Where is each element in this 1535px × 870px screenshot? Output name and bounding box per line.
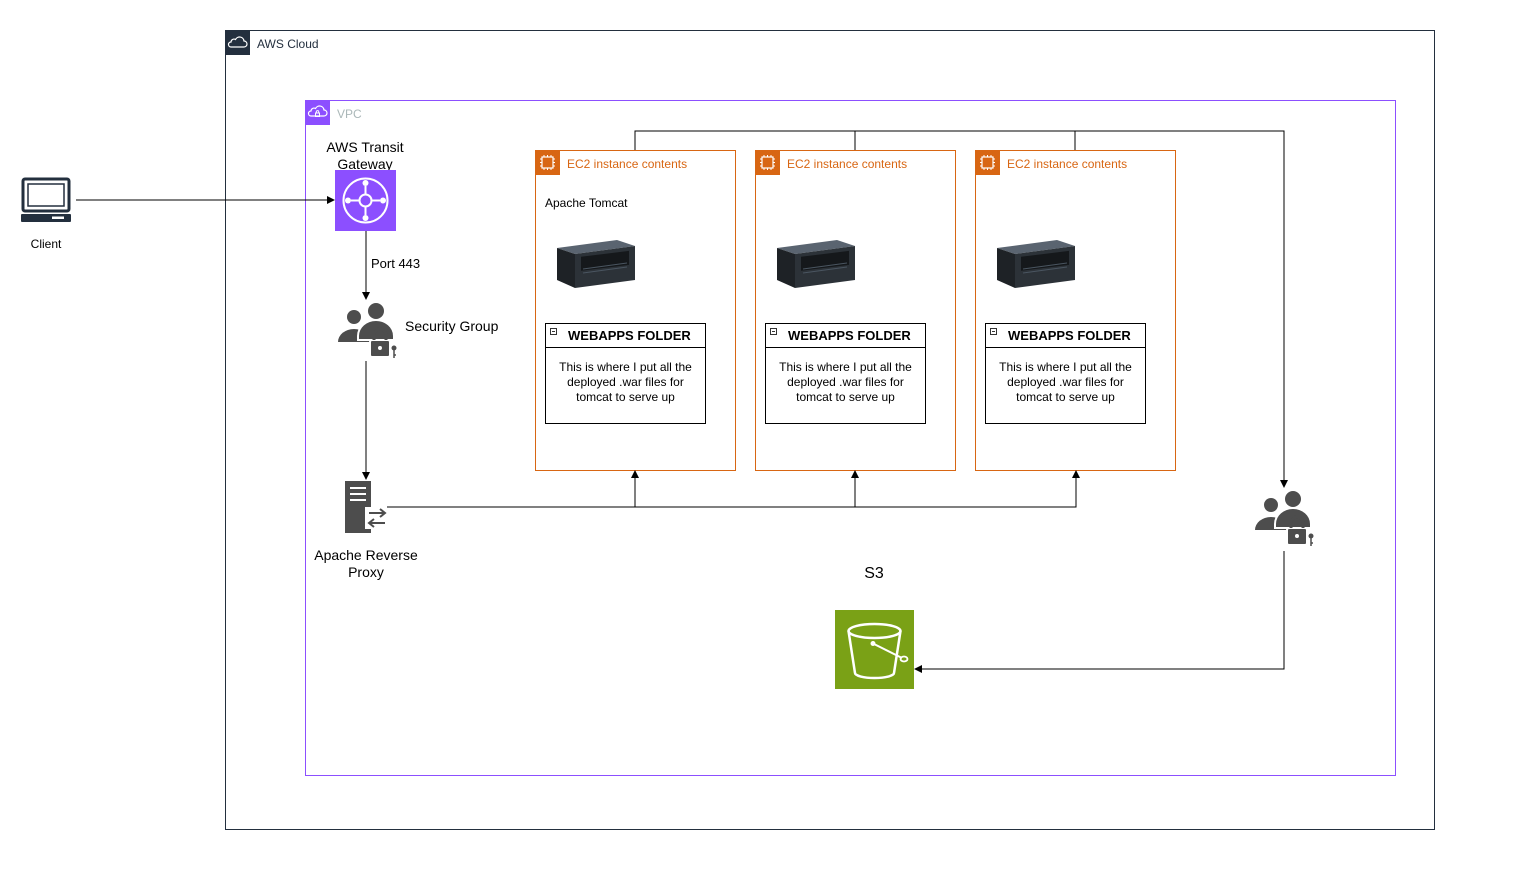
transit-gateway-label: AWS Transit Gateway: [326, 139, 404, 172]
s3-label: S3: [864, 565, 884, 582]
collapse-icon[interactable]: [550, 328, 557, 335]
webapps-folder-title: WEBAPPS FOLDER: [1008, 328, 1131, 343]
ec2-label: EC2 instance contents: [1007, 157, 1128, 171]
ec2-to-security-arrow: [634, 130, 1288, 488]
webapps-folder-3[interactable]: WEBAPPS FOLDER This is where I put all t…: [985, 323, 1146, 424]
proxy-to-ec2-1-arrow: [387, 470, 639, 508]
vpc-icon: [305, 100, 330, 125]
port-label: Port 443: [371, 256, 421, 271]
security-group-label: Security Group: [405, 318, 499, 334]
vpc-group: [305, 100, 1396, 776]
ec2-chip-icon: [755, 150, 780, 175]
collapse-icon[interactable]: [770, 328, 777, 335]
webapps-folder-2[interactable]: WEBAPPS FOLDER This is where I put all t…: [765, 323, 926, 424]
apache-tomcat-label: Apache Tomcat: [545, 196, 628, 210]
ec2-label: EC2 instance contents: [787, 157, 908, 171]
server-icon: [555, 236, 637, 297]
proxy-to-ec2-3-arrow: [387, 470, 1080, 508]
s3-bucket-icon[interactable]: [835, 610, 914, 694]
server-icon: [995, 236, 1077, 297]
webapps-folder-title: WEBAPPS FOLDER: [788, 328, 911, 343]
webapps-folder-header: WEBAPPS FOLDER: [546, 324, 705, 348]
client-label: Client: [30, 237, 62, 251]
transit-gateway-icon[interactable]: [335, 170, 396, 236]
security-group-icon[interactable]: [336, 300, 398, 367]
security-to-s3-arrow: [914, 551, 1285, 673]
reverse-proxy-label: Apache Reverse Proxy: [314, 547, 418, 580]
webapps-folder-text: This is where I put all the deployed .wa…: [779, 360, 912, 404]
aws-cloud-label: AWS Cloud: [257, 37, 319, 51]
aws-cloud-group: [225, 30, 1435, 830]
webapps-folder-1[interactable]: WEBAPPS FOLDER This is where I put all t…: [545, 323, 706, 424]
client-computer-icon: [20, 176, 72, 229]
webapps-folder-text: This is where I put all the deployed .wa…: [559, 360, 692, 404]
webapps-folder-title: WEBAPPS FOLDER: [568, 328, 691, 343]
webapps-folder-text: This is where I put all the deployed .wa…: [999, 360, 1132, 404]
reverse-proxy-server-icon[interactable]: [343, 480, 389, 539]
aws-cloud-icon: [225, 30, 250, 55]
collapse-icon[interactable]: [990, 328, 997, 335]
security-group-icon[interactable]: [1253, 488, 1315, 555]
webapps-folder-header: WEBAPPS FOLDER: [766, 324, 925, 348]
ec2-chip-icon: [975, 150, 1000, 175]
server-icon: [775, 236, 857, 297]
vpc-label: VPC: [337, 107, 362, 121]
proxy-to-ec2-2-arrow: [387, 470, 859, 508]
webapps-folder-header: WEBAPPS FOLDER: [986, 324, 1145, 348]
ec2-label: EC2 instance contents: [567, 157, 688, 171]
ec2-chip-icon: [535, 150, 560, 175]
